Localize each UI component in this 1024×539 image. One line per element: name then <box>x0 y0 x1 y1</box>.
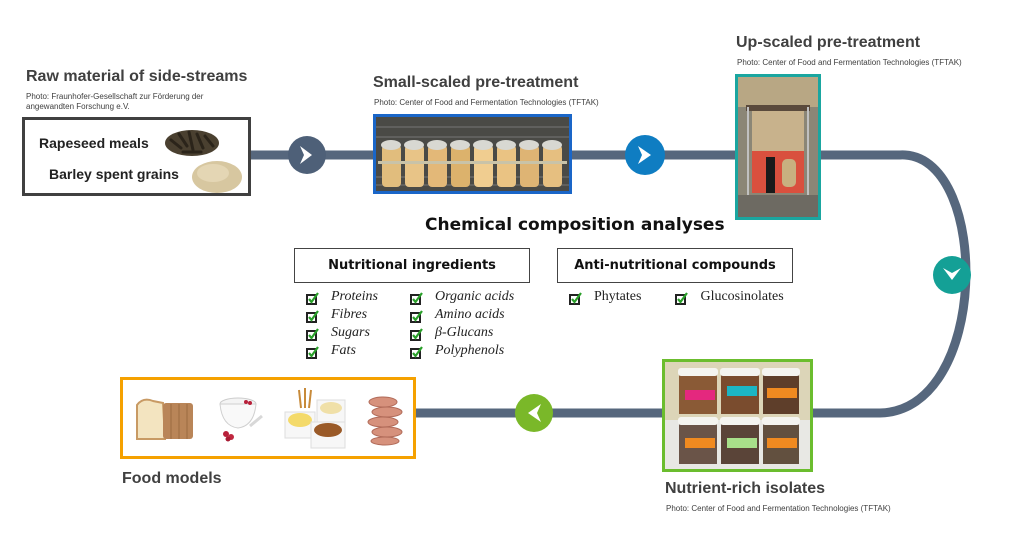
chevron-down-icon <box>943 268 961 280</box>
yogurt-photo <box>219 397 263 442</box>
rapeseed-meals-label: Rapeseed meals <box>39 135 149 151</box>
check-item: Organic acids <box>410 288 514 306</box>
food-models-box <box>120 377 416 459</box>
raw-material-credit: Photo: Fraunhofer-Gesellschaft zur Förde… <box>26 92 203 112</box>
nutritional-col2: Organic acids Amino acids β-Glucans Poly… <box>410 288 514 360</box>
checkbox-checked-icon <box>410 309 423 323</box>
item-label: Phytates <box>594 289 642 304</box>
checkbox-checked-icon <box>569 291 582 305</box>
checkbox-checked-icon <box>306 291 319 305</box>
raw-material-title: Raw material of side-streams <box>26 68 248 85</box>
arrow-raw-to-small <box>288 136 326 174</box>
check-item: Fibres <box>306 306 378 324</box>
item-label: Organic acids <box>435 289 515 304</box>
checkbox-checked-icon <box>410 291 423 305</box>
check-item: Fats <box>306 342 378 360</box>
checkbox-checked-icon <box>410 327 423 341</box>
check-item: Polyphenols <box>410 342 514 360</box>
nutritional-ingredients-header: Nutritional ingredients <box>294 248 530 283</box>
item-label: Glucosinolates <box>700 289 784 304</box>
anti-nutritional-header: Anti-nutritional compounds <box>557 248 793 283</box>
item-label: Sugars <box>331 325 370 340</box>
item-label: Proteins <box>331 289 378 304</box>
check-item: Glucosinolates <box>675 288 784 306</box>
arrow-small-to-upscaled <box>625 135 665 175</box>
flow-path <box>250 150 971 418</box>
bread-photo <box>136 398 193 440</box>
barley-spent-grains-label: Barley spent grains <box>49 166 179 182</box>
checkbox-checked-icon <box>410 345 423 359</box>
rapeseed-pellets-photo <box>165 130 219 156</box>
chevron-left-icon <box>528 404 541 422</box>
check-item: Sugars <box>306 324 378 342</box>
item-label: Amino acids <box>435 307 505 322</box>
raw-credit-line1: Photo: Fraunhofer-Gesellschaft zur Förde… <box>26 92 204 101</box>
barley-spent-grains-photo <box>192 161 242 193</box>
item-label: Fats <box>331 343 356 358</box>
chemical-composition-title: Chemical composition analyses <box>425 215 725 235</box>
upscaled-title: Up-scaled pre-treatment <box>736 34 921 51</box>
arrow-isolates-to-food <box>515 394 553 432</box>
sausages-photo <box>367 396 403 446</box>
small-scaled-title: Small-scaled pre-treatment <box>373 74 579 91</box>
food-models-title: Food models <box>122 470 222 487</box>
chevron-right-icon <box>638 146 651 164</box>
nutritional-col1: Proteins Fibres Sugars Fats <box>306 288 378 360</box>
isolates-title: Nutrient-rich isolates <box>665 480 826 497</box>
isolates-credit: Photo: Center of Food and Fermentation T… <box>666 504 891 513</box>
item-label: β-Glucans <box>435 325 494 340</box>
check-item: Phytates <box>569 288 641 306</box>
sample-jars-photo <box>662 359 813 472</box>
check-item: Amino acids <box>410 306 514 324</box>
checkbox-checked-icon <box>306 309 319 323</box>
raw-credit-line2: angewandten Forschung e.V. <box>26 102 130 111</box>
check-item: Proteins <box>306 288 378 306</box>
arrow-upscaled-to-isolates <box>933 256 971 294</box>
raw-material-box: Rapeseed meals Barley spent grains <box>22 117 251 196</box>
bioreactor-photo <box>735 74 821 220</box>
chevron-right-icon <box>300 146 312 164</box>
item-label: Polyphenols <box>435 343 505 358</box>
small-scaled-credit: Photo: Center of Food and Fermentation T… <box>374 98 599 107</box>
checkbox-checked-icon <box>306 327 319 341</box>
checkbox-checked-icon <box>675 291 689 305</box>
snacks-photo <box>284 388 346 449</box>
test-tubes-in-rack-photo <box>373 114 572 194</box>
anti-nutritional-items: Phytates Glucosinolates <box>569 288 784 306</box>
checkbox-checked-icon <box>306 345 319 359</box>
check-item: β-Glucans <box>410 324 514 342</box>
item-label: Fibres <box>331 307 368 322</box>
upscaled-credit: Photo: Center of Food and Fermentation T… <box>737 58 962 67</box>
